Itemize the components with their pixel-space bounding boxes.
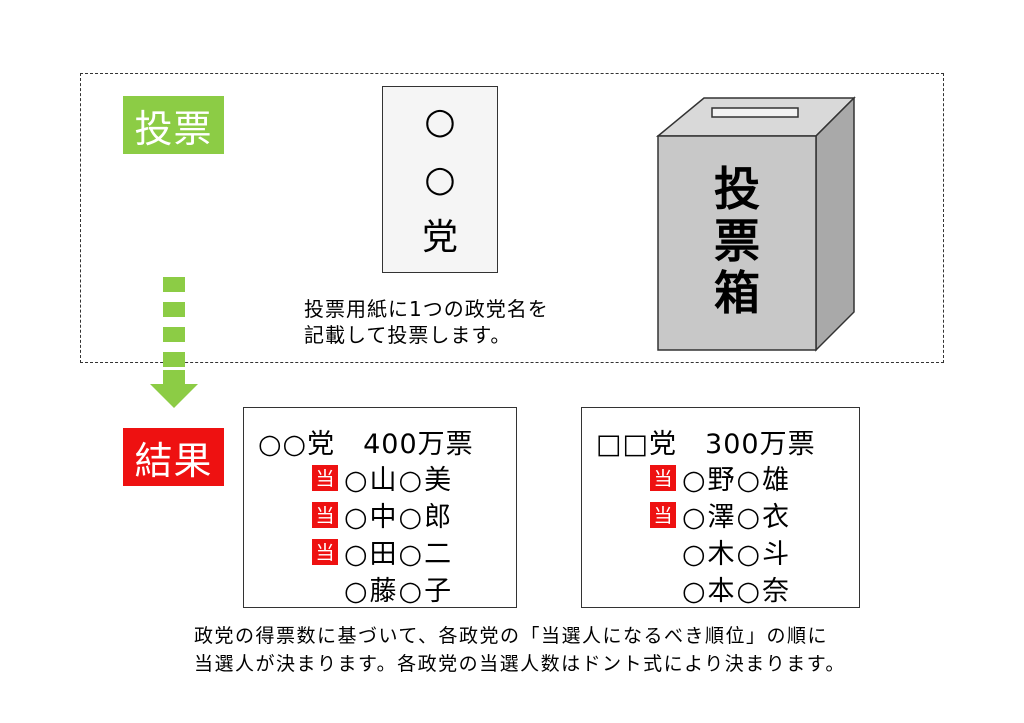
candidate-row: 当○中○郎	[312, 495, 453, 534]
bottom-caption-line: 当選人が決まります。各政党の当選人数はドント式により決まります。	[194, 653, 846, 675]
ballot-paper: ○ ○ 党	[382, 86, 498, 273]
result-label: 結果	[123, 428, 224, 486]
candidate-row: 当○田○二	[312, 532, 453, 571]
elected-badge: 当	[650, 501, 676, 528]
candidate-name: ○山○美	[344, 465, 454, 496]
vote-section-frame	[80, 73, 944, 363]
elected-badge: 当	[650, 464, 676, 491]
candidate-row: 当○澤○衣	[650, 495, 791, 534]
party-header: □□党 300万票	[596, 422, 816, 461]
candidate-row: ○藤○子	[344, 569, 453, 608]
candidate-row: 当○山○美	[312, 458, 453, 497]
candidate-row: ○本○奈	[682, 569, 791, 608]
vote-label: 投票	[123, 96, 224, 154]
candidate-name: ○野○雄	[682, 465, 792, 496]
elected-badge: 当	[312, 501, 338, 528]
flow-dash	[163, 277, 185, 292]
vote-caption: 投票用紙に1つの政党名を 記載して投票します。	[304, 296, 549, 348]
bottom-caption-line: 政党の得票数に基づいて、各政党の「当選人になるべき順位」の順に	[194, 625, 828, 647]
down-arrow-icon	[150, 370, 198, 408]
elected-badge: 当	[312, 464, 338, 491]
ballot-box-front	[657, 135, 817, 351]
candidate-name: ○木○斗	[682, 539, 792, 570]
candidate-name: ○本○奈	[682, 576, 792, 607]
vote-caption-line: 投票用紙に1つの政党名を	[304, 297, 549, 321]
flow-dash	[163, 327, 185, 342]
party-header: ○○党 400万票	[258, 422, 474, 461]
party-name: □□党	[596, 429, 678, 460]
party-result-box: □□党 300万票 当○野○雄 当○澤○衣 ○木○斗 ○本○奈	[581, 407, 860, 608]
bottom-caption: 政党の得票数に基づいて、各政党の「当選人になるべき順位」の順に 当選人が決まりま…	[194, 622, 846, 678]
ballot-box-slot	[711, 107, 799, 118]
candidate-row: ○木○斗	[682, 532, 791, 571]
ballot-line: ○	[424, 100, 456, 142]
ballot-box-side	[815, 96, 855, 352]
ballot-line: ○	[424, 158, 456, 200]
flow-dash	[163, 302, 185, 317]
candidate-name: ○田○二	[344, 539, 454, 570]
candidate-name: ○藤○子	[344, 576, 454, 607]
ballot-box-text: 箱	[714, 266, 760, 320]
ballot-box-text: 票	[714, 214, 760, 268]
vote-caption-line: 記載して投票します。	[304, 323, 512, 347]
ballot-line: 党	[421, 216, 458, 258]
party-name: ○○党	[258, 429, 336, 460]
flow-dash	[163, 352, 185, 367]
party-votes: 300万票	[705, 429, 816, 460]
ballot-box-text: 投	[714, 162, 760, 216]
elected-badge: 当	[312, 538, 338, 565]
candidate-row: 当○野○雄	[650, 458, 791, 497]
party-votes: 400万票	[363, 429, 474, 460]
candidate-name: ○澤○衣	[682, 502, 792, 533]
ballot-box: 投 票 箱	[655, 96, 856, 352]
candidate-name: ○中○郎	[344, 502, 454, 533]
